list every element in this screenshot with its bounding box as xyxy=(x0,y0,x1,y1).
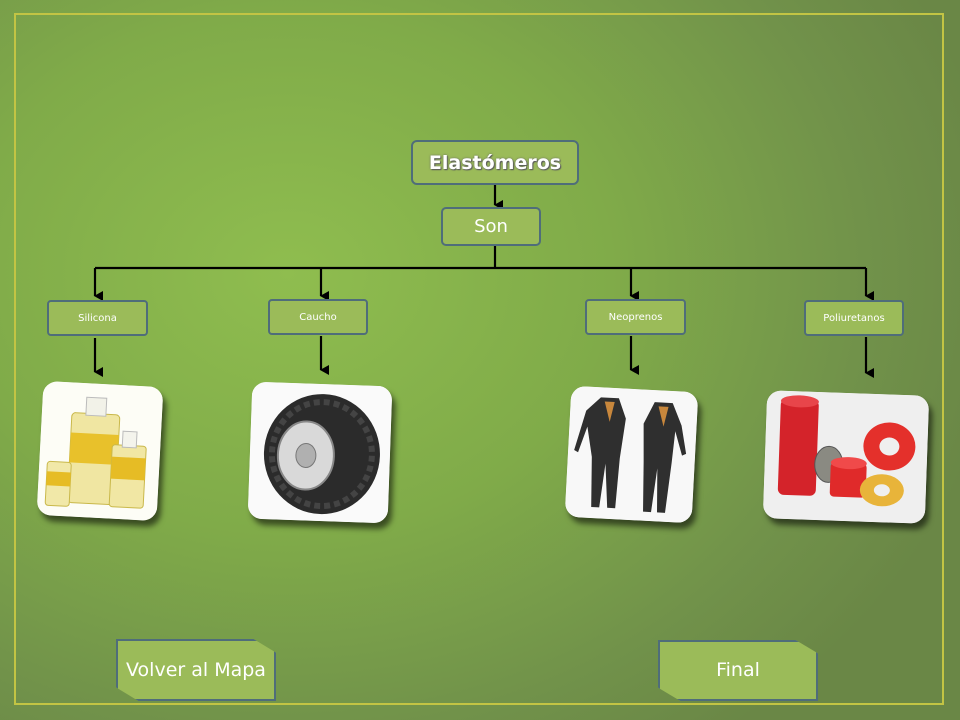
neoprenos-image xyxy=(564,385,699,524)
poliuretanos-image xyxy=(762,390,930,524)
silicona-image xyxy=(36,380,164,522)
category-caucho: Caucho xyxy=(268,299,368,335)
category-poliuretanos: Poliuretanos xyxy=(804,300,904,336)
final-button[interactable]: Final xyxy=(658,640,818,701)
back-to-map-button[interactable]: Volver al Mapa xyxy=(116,639,276,701)
slide-frame xyxy=(14,13,944,705)
category-silicona: Silicona xyxy=(47,300,148,336)
connector-node: Son xyxy=(441,207,541,246)
root-node: Elastómeros xyxy=(411,140,579,185)
caucho-image xyxy=(247,381,393,524)
category-neoprenos: Neoprenos xyxy=(585,299,686,335)
